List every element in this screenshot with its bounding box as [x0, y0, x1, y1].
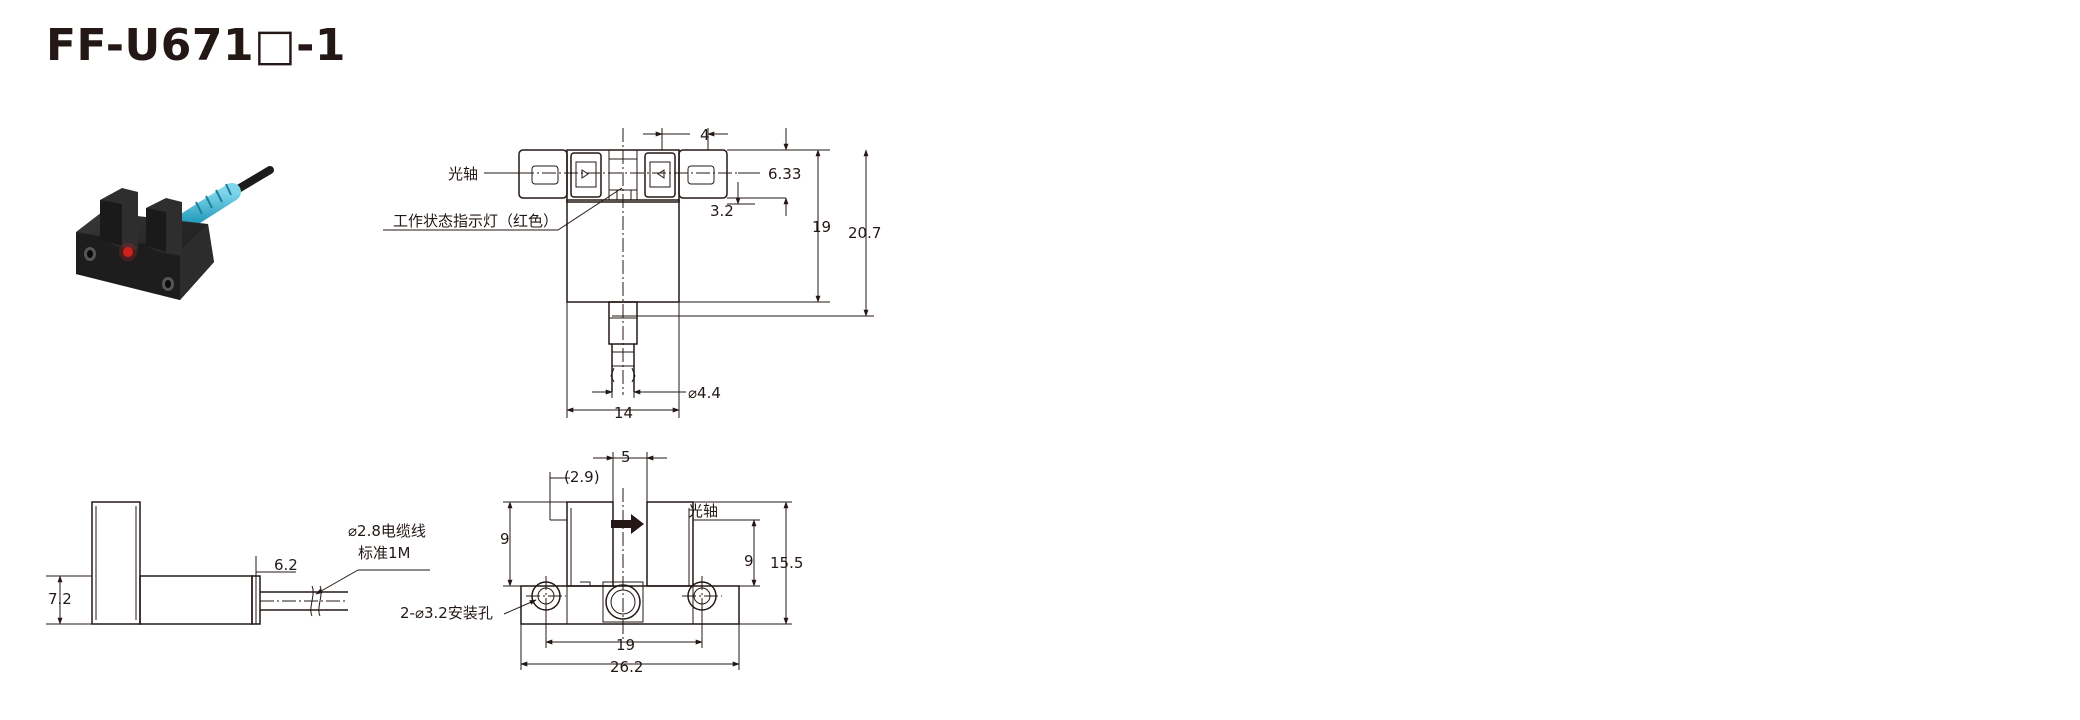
dim-body-width: 14: [614, 404, 633, 422]
dim-total-height: 20.7: [848, 224, 881, 242]
dim-slot-width: 4: [700, 126, 710, 144]
label-indicator-light: 工作状态指示灯（红色）: [393, 212, 558, 230]
dim-hole-pitch: 19: [616, 636, 635, 654]
right-lug: [678, 149, 728, 199]
product-model-title: FF-U671□-1: [46, 20, 347, 71]
indicator-led-icon: [123, 247, 133, 257]
front-view: 5 (2.9) 9 9 15.5 光轴 2-⌀3.2安装孔 19: [400, 448, 803, 676]
label-cable-spec: ⌀2.8电缆线: [348, 522, 426, 540]
label-mount-holes: 2-⌀3.2安装孔: [400, 604, 493, 622]
dim-side-height: 7.2: [48, 590, 72, 608]
dim-lens-offset: 3.2: [710, 202, 734, 220]
optical-axis-arrow-icon: [611, 514, 644, 534]
left-arm: [566, 501, 614, 587]
dim-arm-height-left: 9: [500, 530, 510, 548]
side-view: 7.2 6.2 ⌀2.8电缆线 标准1M: [46, 501, 430, 625]
dim-front-total-height: 15.5: [770, 554, 803, 572]
dim-front-slot: 5: [621, 448, 631, 466]
dim-body-height: 19: [812, 218, 831, 236]
top-view: 4 6.33 3.2 19 20.7 ⌀4.4 14 光轴 工作状态指示灯（红色…: [383, 126, 881, 422]
label-cable-length: 标准1M: [358, 544, 411, 562]
label-optical-axis-front: 光轴: [688, 502, 718, 520]
left-lug: [518, 149, 568, 199]
dim-connector: 6.2: [274, 556, 298, 574]
dim-arm-height-right: 9: [744, 552, 754, 570]
label-optical-axis-top: 光轴: [448, 165, 478, 183]
dim-total-width: 26.2: [610, 658, 643, 676]
right-arm: [646, 501, 694, 587]
dim-cable-diameter: ⌀4.4: [688, 384, 721, 402]
product-photo: [76, 166, 274, 300]
dim-lens-height: 6.33: [768, 165, 801, 183]
dim-front-offset: (2.9): [564, 468, 600, 486]
